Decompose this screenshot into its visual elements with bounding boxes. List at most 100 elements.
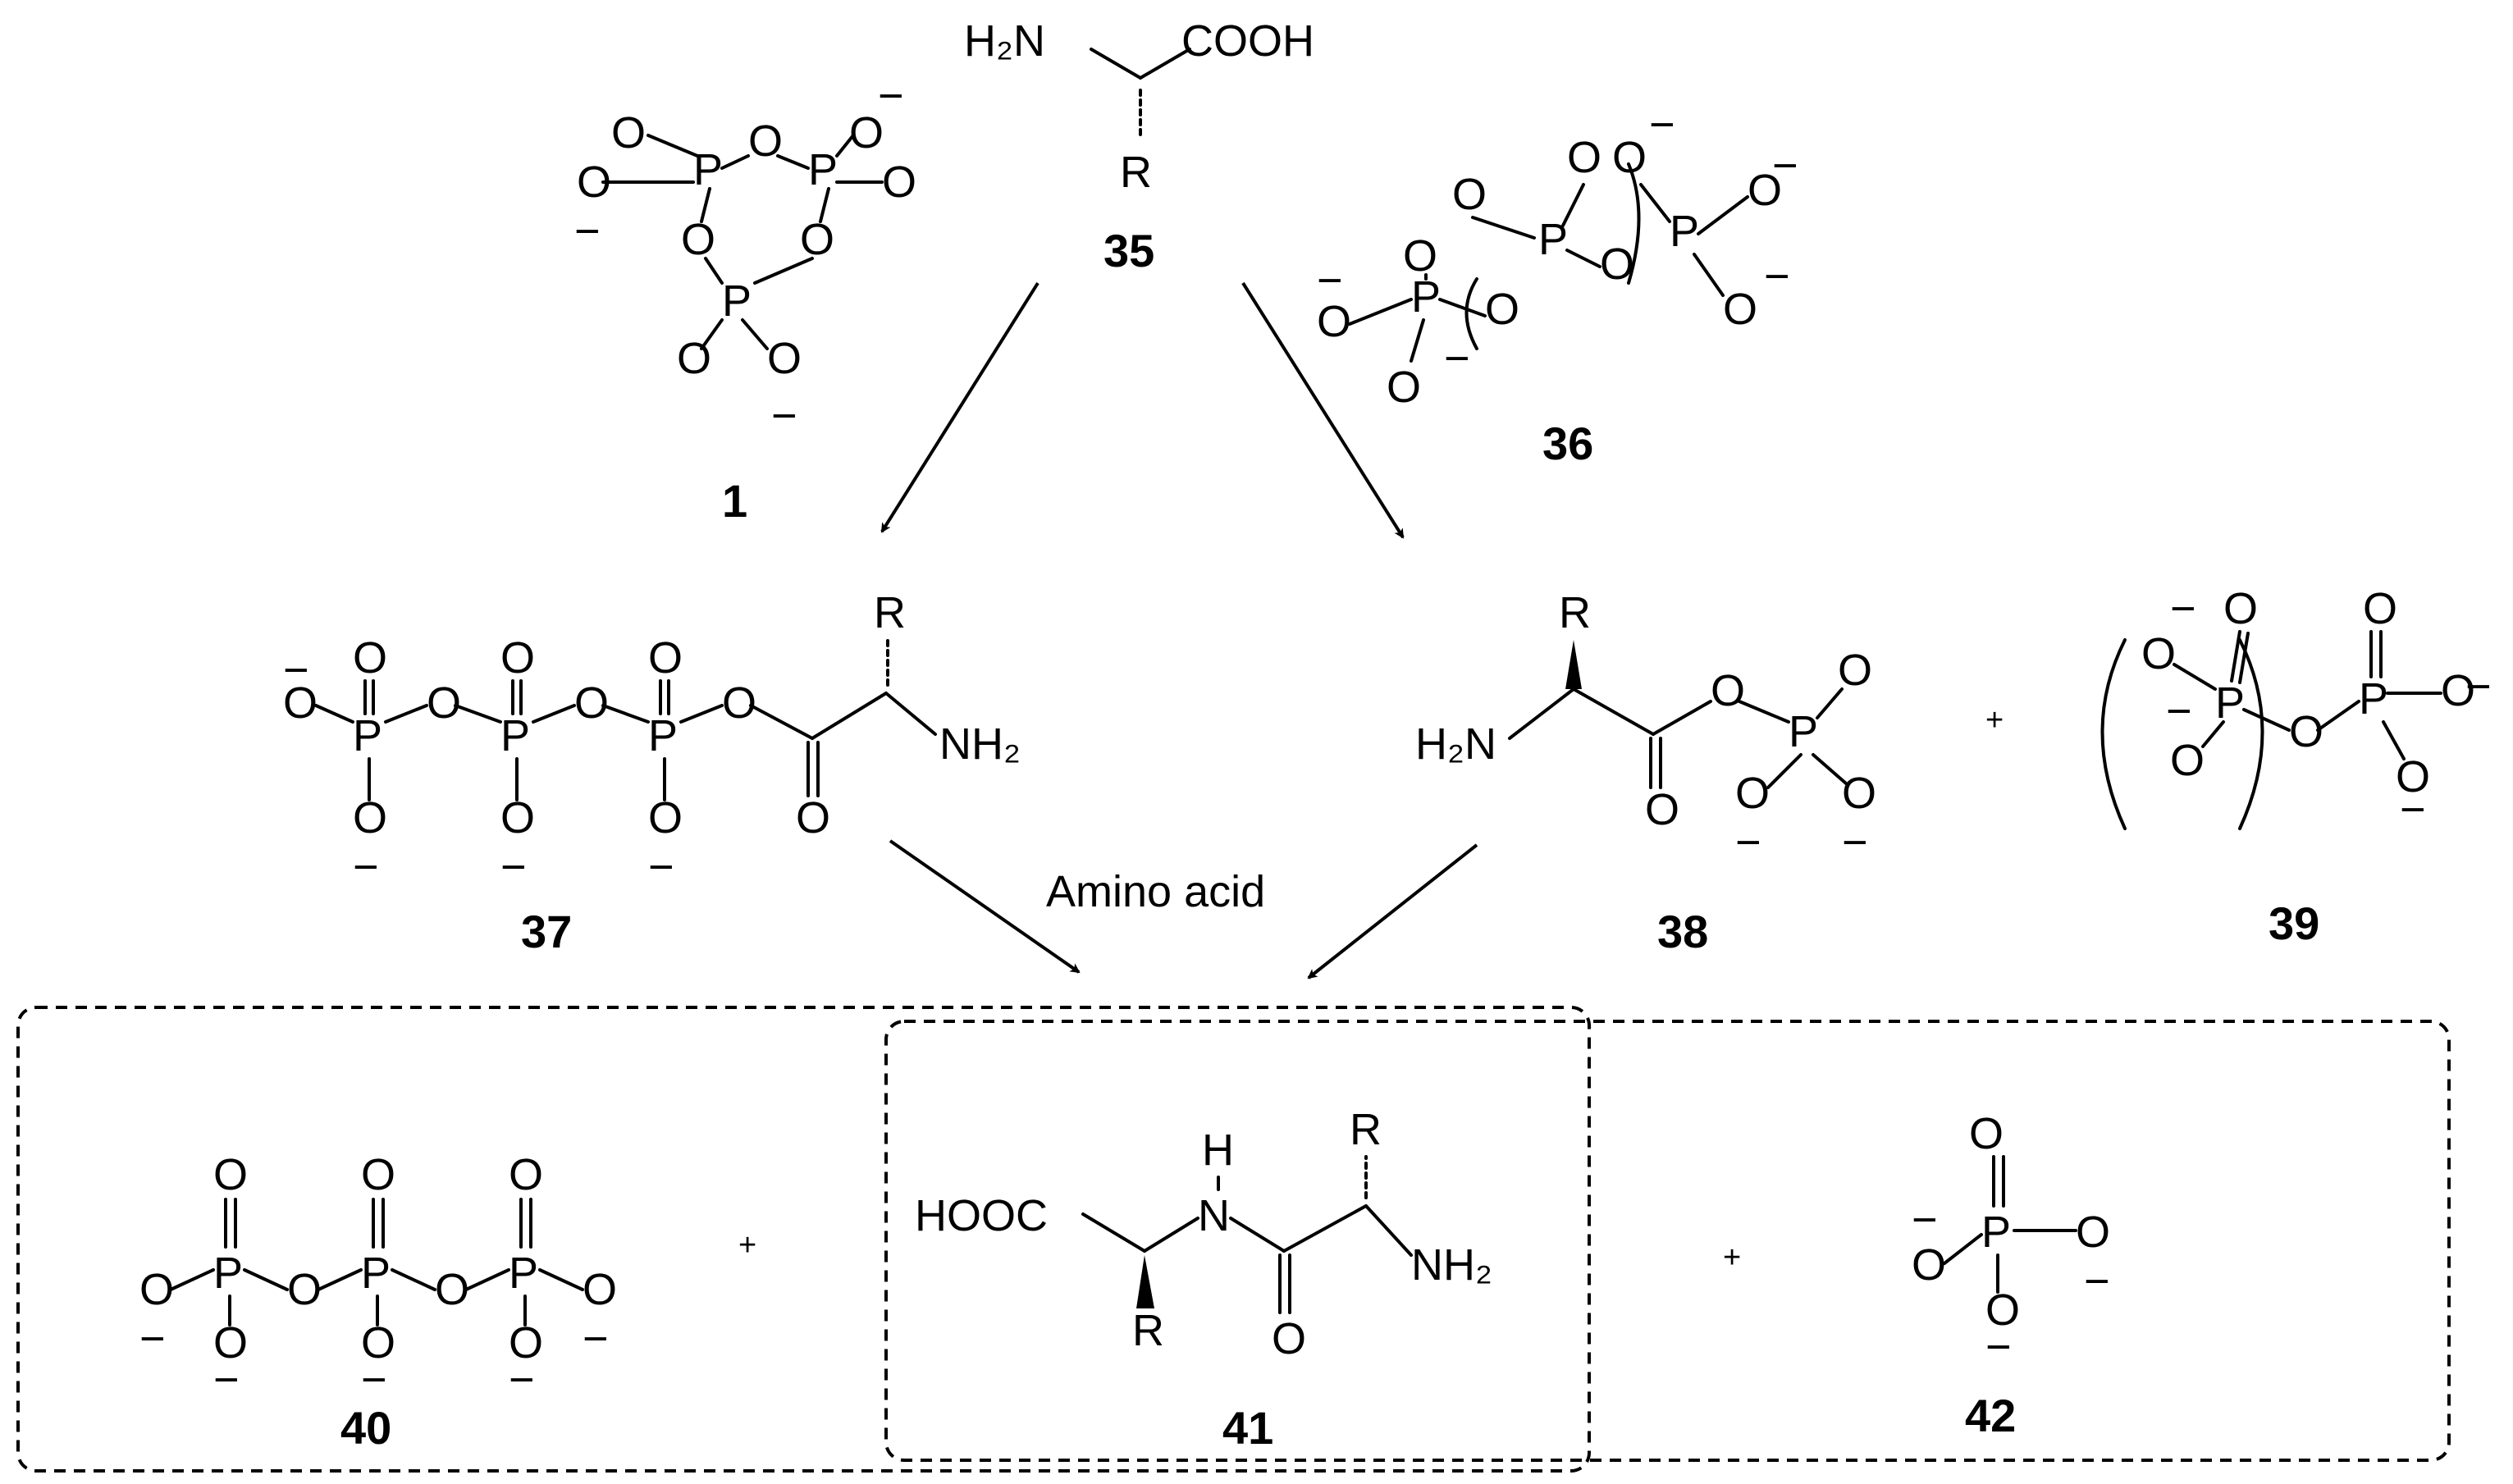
svg-text:O: O [361, 1318, 395, 1368]
svg-text:P: P [1411, 272, 1441, 322]
svg-text:O: O [648, 633, 683, 683]
svg-text:O: O [2170, 736, 2205, 785]
svg-text:P: P [361, 1249, 391, 1298]
svg-text:−: − [361, 1355, 387, 1404]
svg-text:O: O [2396, 752, 2430, 801]
svg-text:O: O [1748, 166, 1782, 215]
compound-35: H₂N COOH R 35 [964, 16, 1314, 276]
svg-text:O: O [1317, 297, 1351, 346]
svg-text:O: O [1985, 1285, 2020, 1335]
compound-37: − O P O O − O P O O − O P O O − O O R NH… [283, 588, 1021, 957]
svg-text:H₂N: H₂N [1415, 719, 1496, 769]
svg-text:R: R [1559, 588, 1591, 637]
svg-text:O: O [1723, 285, 1757, 334]
svg-text:−: − [1649, 100, 1675, 149]
svg-text:O: O [1403, 231, 1437, 281]
svg-text:O: O [748, 116, 783, 166]
svg-text:O: O [509, 1318, 543, 1368]
svg-text:P: P [693, 145, 723, 194]
svg-text:O: O [681, 215, 715, 264]
svg-text:O: O [1272, 1314, 1306, 1363]
svg-text:O: O [1838, 646, 1872, 695]
svg-text:O: O [849, 108, 884, 158]
arrow-1-to-37 [880, 281, 1039, 533]
compound-1: P P P O O O O O O O O O − − − 1 [574, 71, 916, 527]
compound-40: O − P O O − O P O O − O P O O − O − 40 [139, 1150, 617, 1454]
plus-41-42: + [1723, 1240, 1741, 1275]
svg-text:NH₂: NH₂ [1411, 1240, 1492, 1290]
svg-text:−: − [574, 207, 601, 256]
svg-text:−: − [1735, 818, 1761, 867]
svg-text:O: O [611, 108, 646, 158]
svg-text:P: P [1981, 1208, 2011, 1257]
svg-text:P: P [648, 711, 678, 760]
svg-text:O: O [1567, 133, 1601, 182]
compound-label-41: 41 [1222, 1402, 1273, 1454]
svg-text:−: − [500, 842, 527, 892]
svg-text:O: O [213, 1150, 248, 1199]
svg-text:O: O [283, 678, 318, 728]
svg-text:P: P [808, 145, 838, 194]
svg-text:−: − [1772, 141, 1798, 190]
compound-label-35: 35 [1103, 225, 1154, 276]
svg-text:O: O [500, 633, 535, 683]
svg-text:O: O [427, 678, 461, 728]
plus-38-39: + [1985, 703, 2004, 737]
svg-text:O: O [1969, 1109, 2004, 1158]
svg-text:O: O [1842, 769, 1876, 818]
svg-text:−: − [509, 1355, 535, 1404]
svg-text:O: O [287, 1265, 322, 1314]
product-box-left [16, 1006, 1591, 1473]
svg-text:O: O [1645, 785, 1679, 834]
svg-text:−: − [1764, 252, 1790, 301]
svg-text:P: P [2359, 674, 2388, 724]
svg-text:−: − [1317, 256, 1343, 305]
svg-text:−: − [648, 842, 674, 892]
svg-text:NH₂: NH₂ [939, 719, 1021, 769]
svg-text:P: P [1789, 707, 1818, 756]
svg-text:−: − [139, 1314, 166, 1363]
compound-label-42: 42 [1965, 1390, 2016, 1441]
svg-text:O: O [800, 215, 834, 264]
svg-text:P: P [722, 276, 752, 326]
svg-text:N: N [1198, 1191, 1230, 1240]
svg-text:O: O [500, 793, 535, 842]
svg-text:−: − [353, 842, 379, 892]
compound-39: − O P O − O O P O O − O − 39 [2100, 584, 2492, 949]
svg-text:O: O [648, 793, 683, 842]
svg-text:O: O [1735, 769, 1770, 818]
svg-text:O: O [583, 1265, 617, 1314]
svg-text:−: − [1444, 334, 1470, 383]
svg-text:O: O [1485, 285, 1519, 334]
svg-text:R: R [1132, 1306, 1164, 1355]
svg-text:O: O [882, 158, 916, 207]
svg-text:O: O [2441, 666, 2475, 715]
svg-text:O: O [1452, 170, 1487, 219]
compound-label-40: 40 [340, 1402, 391, 1454]
svg-text:−: − [213, 1355, 240, 1404]
compound-38: R H₂N O O P O O − O − 38 [1415, 588, 1876, 957]
svg-text:P: P [2215, 678, 2245, 728]
svg-text:COOH: COOH [1181, 16, 1314, 66]
svg-text:−: − [2166, 687, 2192, 736]
svg-text:O: O [767, 334, 802, 383]
svg-text:O: O [2363, 584, 2397, 633]
plus-40-41: + [738, 1228, 756, 1263]
svg-text:HOOC: HOOC [915, 1191, 1048, 1240]
svg-text:O: O [1912, 1240, 1946, 1290]
svg-text:O: O [1387, 363, 1421, 412]
svg-text:O: O [2289, 707, 2323, 756]
svg-text:−: − [283, 646, 309, 695]
compound-36: O − O O P O − O P O O O − P O O − − 36 [1317, 100, 1798, 469]
compound-41: HOOC H N R NH₂ R O 41 [915, 1105, 1492, 1454]
product-box-right [884, 1020, 2451, 1462]
svg-text:O: O [2223, 584, 2258, 633]
svg-text:O: O [2076, 1208, 2110, 1257]
svg-text:P: P [1670, 207, 1699, 256]
svg-text:O: O [139, 1265, 174, 1314]
svg-text:−: − [2465, 662, 2492, 711]
svg-text:P: P [509, 1249, 538, 1298]
svg-text:O: O [213, 1318, 248, 1368]
svg-text:O: O [2141, 629, 2176, 678]
